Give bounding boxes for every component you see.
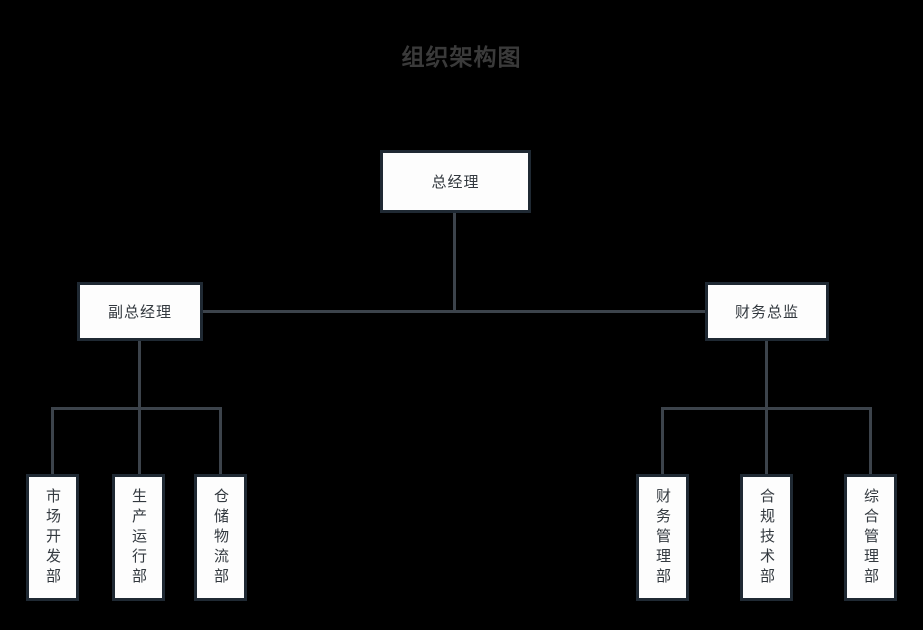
node-label: 副总经理 — [107, 303, 172, 321]
connector-cfo-stem — [765, 341, 768, 409]
node-label: 综合管理部 — [862, 487, 880, 588]
node-warehousing-logistics-dept[interactable]: 仓储物流部 — [194, 474, 247, 601]
node-compliance-technology-dept[interactable]: 合规技术部 — [740, 474, 793, 601]
node-label: 财务总监 — [734, 303, 799, 321]
node-label: 财务管理部 — [654, 487, 672, 588]
connector-drop-prod — [138, 407, 141, 475]
node-general-manager[interactable]: 总经理 — [380, 150, 531, 213]
connector-drop-market — [51, 407, 54, 475]
node-label: 仓储物流部 — [212, 487, 230, 588]
node-production-operations-dept[interactable]: 生产运行部 — [112, 474, 165, 601]
node-financial-management-dept[interactable]: 财务管理部 — [636, 474, 689, 601]
node-label: 市场开发部 — [44, 487, 62, 588]
node-market-development-dept[interactable]: 市场开发部 — [26, 474, 79, 601]
connector-left-bus — [51, 407, 222, 410]
node-financial-director[interactable]: 财务总监 — [705, 282, 829, 341]
node-deputy-general-manager[interactable]: 副总经理 — [77, 282, 203, 341]
node-general-management-dept[interactable]: 综合管理部 — [844, 474, 897, 601]
node-label: 总经理 — [431, 173, 480, 191]
page-title: 组织架构图 — [401, 45, 522, 71]
connector-gm-stem — [453, 213, 456, 312]
connector-drop-logistics — [219, 407, 222, 475]
node-label: 生产运行部 — [130, 487, 148, 588]
connector-drop-finance — [661, 407, 664, 475]
connector-drop-general — [869, 407, 872, 475]
connector-dgm-stem — [138, 341, 141, 409]
node-label: 合规技术部 — [758, 487, 776, 588]
connector-drop-compliance — [765, 407, 768, 475]
connector-level1-bus — [203, 310, 706, 313]
